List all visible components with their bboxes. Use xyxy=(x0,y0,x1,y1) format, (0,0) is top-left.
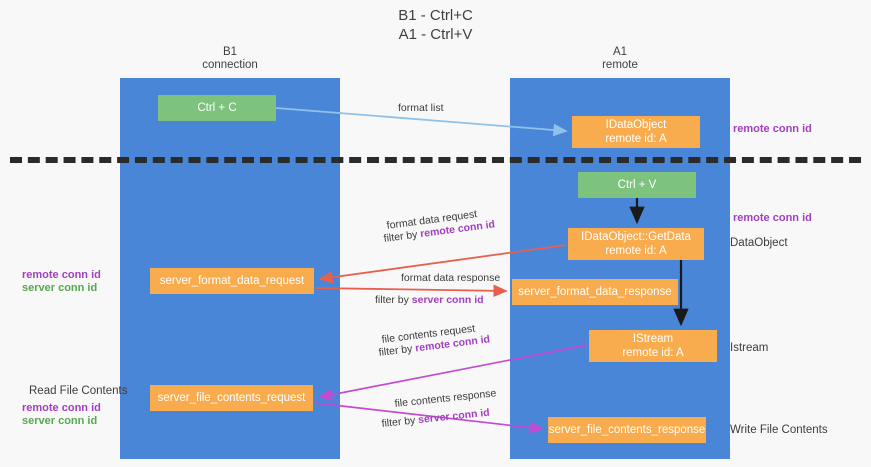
title-line-1: B1 - Ctrl+C xyxy=(398,7,473,24)
node-ctrl-c[interactable]: Ctrl + C xyxy=(158,95,276,121)
node-ctrl-c-label: Ctrl + C xyxy=(197,102,237,114)
filter-key: server conn id xyxy=(417,406,491,427)
diagram-title: B1 - Ctrl+C A1 - Ctrl+V xyxy=(0,6,871,44)
filter-prefix: filter by xyxy=(375,294,412,306)
node-server-file-contents-response-label: server_file_contents_response xyxy=(548,424,706,436)
annotation-conn-ids-format: remote conn id server conn id xyxy=(22,269,101,295)
annotation-conn-ids-file: remote conn id server conn id xyxy=(22,402,101,428)
node-server-file-contents-response[interactable]: server_file_contents_response xyxy=(548,417,706,443)
node-server-format-data-request[interactable]: server_format_data_request xyxy=(150,268,314,294)
filter-key: server conn id xyxy=(411,294,484,306)
annotation-left-server-conn-id-1: server conn id xyxy=(22,282,98,294)
node-server-file-contents-request-label: server_file_contents_request xyxy=(157,392,306,404)
annotation-remote-conn-id-top: remote conn id xyxy=(733,123,812,135)
annotation-left-remote-conn-id-2: remote conn id xyxy=(22,402,101,414)
node-ctrl-v[interactable]: Ctrl + V xyxy=(578,172,696,198)
annotation-read-file-contents: Read File Contents xyxy=(29,385,128,397)
edge-format-data-response xyxy=(315,284,508,298)
node-server-format-data-response-label: server_format_data_response xyxy=(518,286,672,298)
annotation-istream: Istream xyxy=(730,342,769,354)
annotation-left-server-conn-id-2: server conn id xyxy=(22,415,98,427)
annotation-dataobject: DataObject xyxy=(730,237,788,249)
annotation-remote-conn-id-mid: remote conn id xyxy=(733,212,812,224)
node-idataobject-title: IDataObject xyxy=(605,119,667,131)
node-idataobject-subtitle: remote id: A xyxy=(605,133,667,145)
node-ctrl-v-label: Ctrl + V xyxy=(617,179,657,191)
node-istream-subtitle: remote id: A xyxy=(622,347,684,359)
node-getdata-subtitle: remote id: A xyxy=(605,245,667,257)
edge-label-format-data-response: format data response xyxy=(401,272,501,284)
edge-label-format-list: format list xyxy=(398,102,444,114)
column-a1-subtitle: remote xyxy=(602,59,638,71)
node-server-file-contents-request[interactable]: server_file_contents_request xyxy=(150,385,313,411)
column-b1-subtitle: connection xyxy=(202,59,258,71)
node-server-format-data-request-label: server_format_data_request xyxy=(159,275,305,287)
node-istream[interactable]: IStream remote id: A xyxy=(589,330,717,362)
node-getdata-title: IDataObject::GetData xyxy=(581,231,691,243)
annotation-left-remote-conn-id-1: remote conn id xyxy=(22,269,101,281)
phase-divider xyxy=(10,157,861,163)
node-istream-title: IStream xyxy=(632,333,674,345)
edge-label-format-data-response-filter: filter by server conn id xyxy=(375,294,484,307)
title-line-2: A1 - Ctrl+V xyxy=(398,26,473,43)
column-a1-name: A1 xyxy=(612,46,628,58)
annotation-write-file-contents: Write File Contents xyxy=(730,424,828,436)
node-idataobject[interactable]: IDataObject remote id: A xyxy=(572,116,700,148)
node-server-format-data-response[interactable]: server_format_data_response xyxy=(512,279,678,305)
column-b1-name: B1 xyxy=(222,46,238,58)
filter-prefix: filter by xyxy=(381,414,419,430)
